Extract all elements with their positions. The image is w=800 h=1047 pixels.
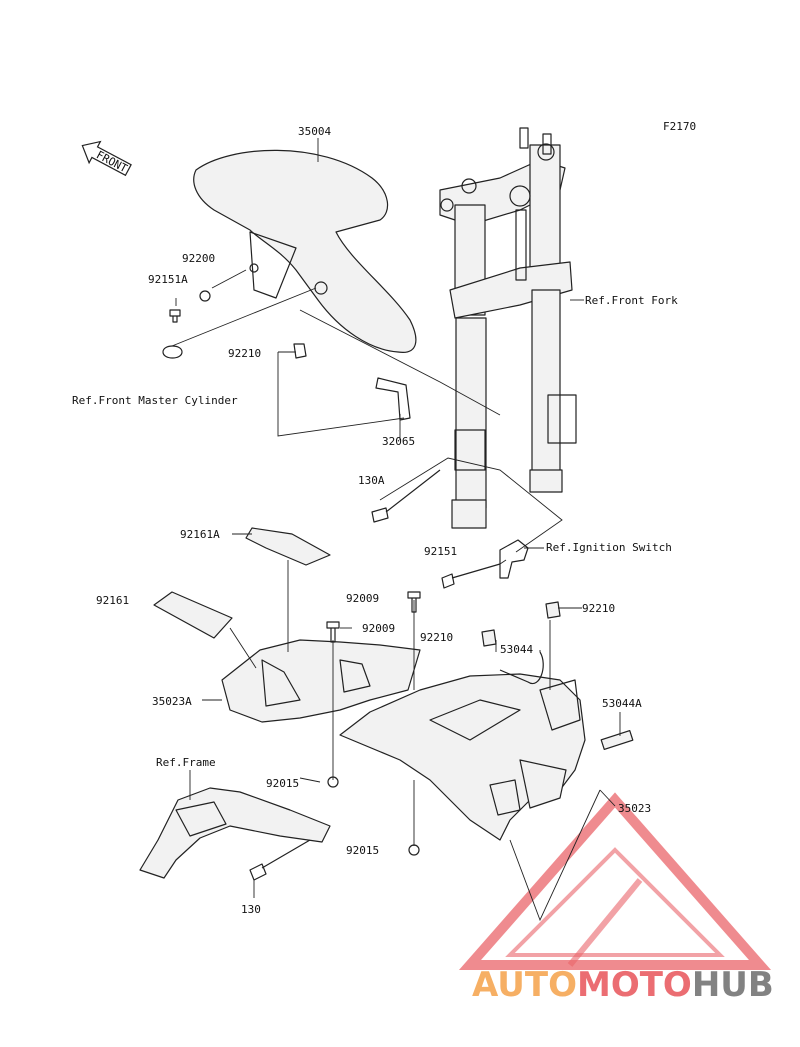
- label-ref-ignition-switch: Ref.Ignition Switch: [546, 541, 672, 554]
- label-92210-right: 92210: [582, 602, 615, 615]
- leader-lines: [171, 138, 621, 922]
- label-35023A: 35023A: [152, 695, 192, 708]
- watermark-part-3: HUB: [692, 965, 774, 1005]
- label-ref-frame: Ref.Frame: [156, 756, 216, 769]
- battery-case-35023A: [221, 639, 421, 723]
- rear-fender-35023: [339, 673, 586, 841]
- bolt-92009b: [326, 621, 340, 643]
- label-53044A: 53044A: [602, 697, 642, 710]
- label-92210-middle: 92210: [420, 631, 453, 644]
- label-53044: 53044: [500, 643, 533, 656]
- label-35023: 35023: [618, 802, 651, 815]
- label-92210-upper: 92210: [228, 347, 261, 360]
- label-92200: 92200: [182, 252, 215, 265]
- bolt-130A: [371, 469, 441, 523]
- figure-code: F2170: [663, 120, 696, 133]
- ignition-bracket: [499, 539, 529, 579]
- nut-92210c: [545, 601, 561, 619]
- label-35004: 35004: [298, 125, 331, 138]
- label-92151: 92151: [424, 545, 457, 558]
- label-92151A: 92151A: [148, 273, 188, 286]
- label-32065: 32065: [382, 435, 415, 448]
- front-fork: [439, 127, 577, 529]
- label-92015-lower: 92015: [346, 844, 379, 857]
- label-ref-front-fork: Ref.Front Fork: [585, 294, 678, 307]
- strip-92161A: [245, 527, 331, 566]
- rear-frame: [139, 787, 331, 879]
- bracket-32065: [375, 377, 411, 421]
- label-130A: 130A: [358, 474, 385, 487]
- washer-92200: [199, 290, 211, 302]
- label-ref-master-cylinder: Ref.Front Master Cylinder: [72, 394, 238, 407]
- watermark-text: AUTOMOTOHUB: [472, 965, 774, 1005]
- label-92161: 92161: [96, 594, 129, 607]
- label-130: 130: [241, 903, 261, 916]
- bolt-130: [249, 839, 311, 881]
- hose-53044A: [600, 730, 634, 750]
- front-fender: [193, 149, 417, 353]
- label-92015-upper: 92015: [266, 777, 299, 790]
- hose-53044: [499, 651, 544, 685]
- nut-92015b: [408, 844, 420, 856]
- front-arrow-label: FRONT: [94, 148, 130, 175]
- label-92009-lower: 92009: [362, 622, 395, 635]
- nut-92210a: [293, 343, 307, 359]
- label-92161A: 92161A: [180, 528, 220, 541]
- clamp-master-cyl: [162, 345, 183, 359]
- front-arrow-icon: FRONT: [81, 140, 132, 177]
- strip-92161: [153, 591, 233, 639]
- bolt-92151A: [169, 309, 181, 323]
- watermark-part-2: MOTO: [577, 965, 692, 1005]
- watermark-logo: [458, 792, 772, 970]
- label-92009-upper: 92009: [346, 592, 379, 605]
- bolt-92151: [441, 563, 501, 589]
- nut-92210b: [481, 629, 497, 647]
- watermark-part-1: AUTO: [472, 965, 577, 1005]
